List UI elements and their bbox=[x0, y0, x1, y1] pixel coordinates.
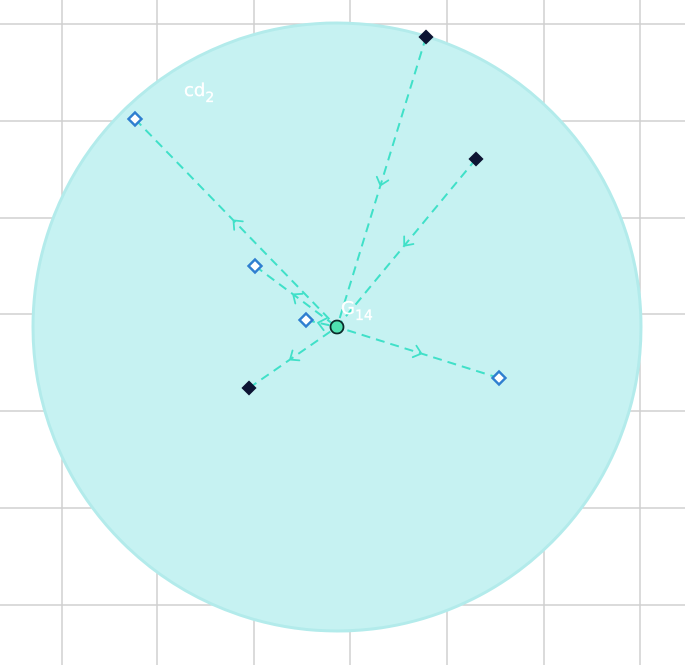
center-node-label: G14 bbox=[341, 298, 373, 324]
node-hollow-n5[interactable] bbox=[297, 311, 315, 329]
edge-n2 bbox=[336, 158, 477, 328]
edge-arrow-n6 bbox=[411, 344, 423, 359]
node-hollow-n3[interactable] bbox=[126, 110, 144, 128]
center-label-subscript: 14 bbox=[355, 308, 373, 324]
edge-n4 bbox=[254, 265, 338, 328]
edge-n6 bbox=[336, 326, 500, 379]
edge-arrow-n1 bbox=[375, 175, 390, 187]
node-hollow-n4[interactable] bbox=[246, 257, 264, 275]
center-label-main: G bbox=[341, 298, 355, 319]
edge-arrow-n7 bbox=[289, 349, 301, 362]
edge-arrow-n4 bbox=[292, 292, 304, 305]
edge-arrow-n5 bbox=[317, 317, 328, 332]
edge-n3 bbox=[134, 118, 338, 328]
node-solid-n7[interactable] bbox=[241, 380, 257, 396]
edge-n7 bbox=[248, 326, 338, 389]
nodes bbox=[126, 29, 508, 396]
cluster-label-main: cd bbox=[184, 80, 205, 101]
node-hollow-n6[interactable] bbox=[490, 369, 508, 387]
edge-n1 bbox=[336, 36, 427, 328]
cluster-label-subscript: 2 bbox=[205, 90, 214, 106]
edge-arrow-n2 bbox=[403, 235, 415, 247]
node-solid-n1[interactable] bbox=[418, 29, 434, 45]
cluster-label: cd2 bbox=[184, 80, 214, 106]
edge-arrow-n3 bbox=[232, 219, 244, 231]
node-solid-n2[interactable] bbox=[468, 151, 484, 167]
center-node[interactable] bbox=[329, 319, 345, 335]
edges bbox=[134, 36, 500, 389]
